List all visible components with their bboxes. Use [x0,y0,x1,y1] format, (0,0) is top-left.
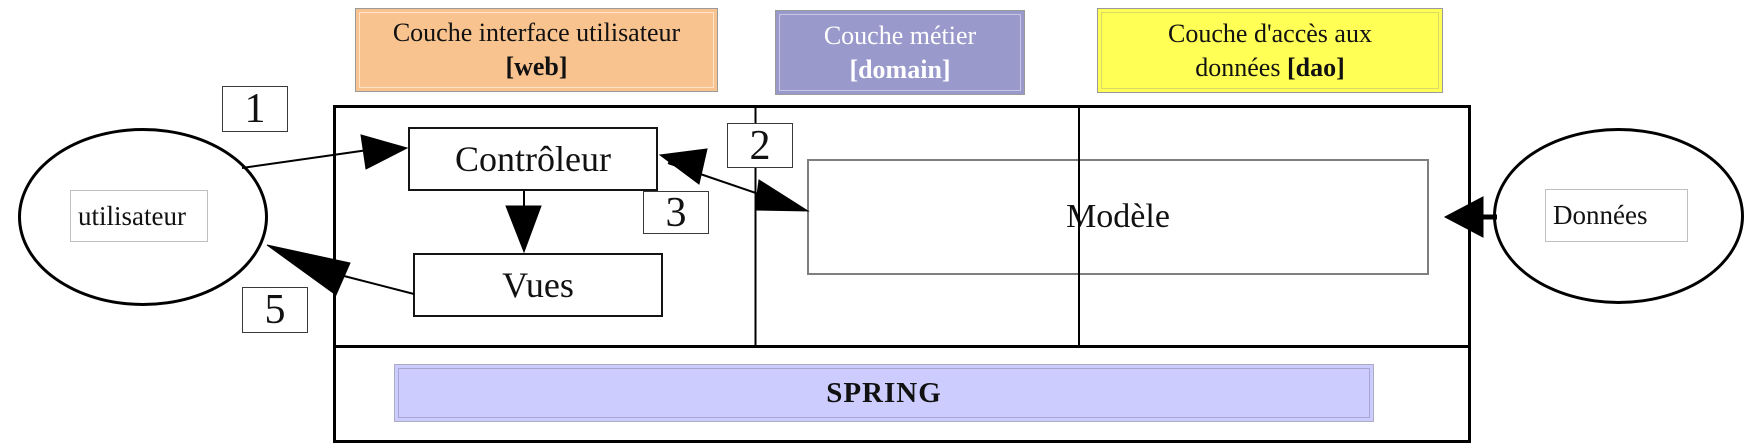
layer-header-web: Couche interface utilisateur [web] [355,8,718,92]
layer-header-dao-tag: [dao] [1286,52,1345,82]
controller-box: Contrôleur [408,127,658,191]
step-badge-1: 1 [222,86,288,132]
layer-header-web-line2: [web] [356,50,717,84]
spring-framework-bar: SPRING [394,364,1374,422]
layer-header-domain-tag: [domain] [849,54,951,84]
views-label: Vues [502,265,574,305]
step-badge-1-label: 1 [244,86,266,132]
layer-header-domain-line2: [domain] [776,53,1024,87]
layer-header-dao-line2-prefix: données [1195,52,1287,82]
layer-header-web-title: Couche interface utilisateur [392,18,681,48]
data-actor-label-box: Données [1545,189,1688,242]
step-badge-3-label: 3 [665,189,687,236]
layer-header-domain: Couche métier [domain] [775,10,1025,95]
spring-label: SPRING [826,376,942,409]
step-badge-3: 3 [643,189,709,236]
layer-header-dao-line2: données [dao] [1098,51,1442,85]
views-box: Vues [413,253,663,317]
model-box: Modèle [807,159,1429,275]
step-badge-2: 2 [727,122,793,169]
user-actor-label: utilisateur [78,200,186,231]
data-actor-label: Données [1553,200,1648,230]
layer-header-web-line1: Couche interface utilisateur [356,16,717,50]
spring-section-divider [335,345,1468,348]
layer-header-domain-title: Couche métier [823,20,977,50]
step-badge-2-label: 2 [749,122,771,169]
layer-header-domain-line1: Couche métier [776,19,1024,53]
model-label: Modèle [1066,198,1170,235]
layer-header-dao-line1: Couche d'accès aux [1098,17,1442,51]
layer-header-dao-title: Couche d'accès aux [1168,18,1372,48]
step-badge-5-label: 5 [264,287,286,333]
user-actor-ellipse [18,128,268,306]
layer-header-dao: Couche d'accès aux données [dao] [1097,8,1443,93]
user-actor-label-box: utilisateur [70,190,208,242]
layer-header-web-tag: [web] [505,52,568,81]
step-badge-5: 5 [242,287,308,333]
controller-label: Contrôleur [455,139,611,179]
